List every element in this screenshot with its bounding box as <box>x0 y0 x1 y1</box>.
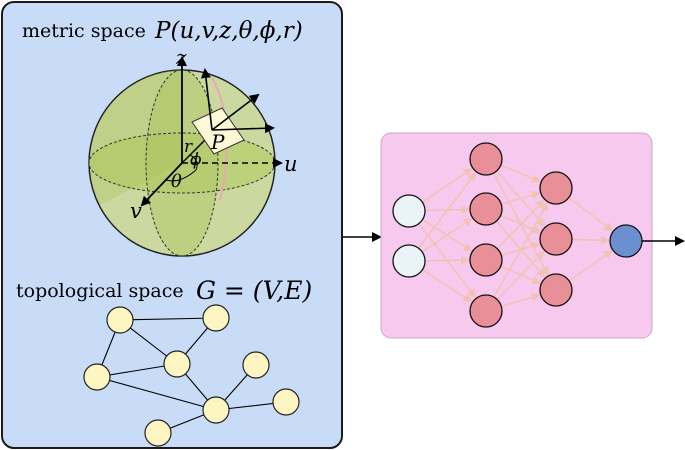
hidden-node <box>539 222 573 256</box>
graph-node <box>202 304 230 332</box>
network-edge <box>568 250 613 282</box>
input-node <box>392 194 426 228</box>
output-node <box>609 224 643 258</box>
graph-node <box>106 306 134 334</box>
hidden-node <box>469 243 503 277</box>
network-edges <box>418 164 614 308</box>
graph-node <box>83 363 111 391</box>
network-edge <box>495 220 546 278</box>
network-edge <box>424 255 471 265</box>
network-edge <box>501 190 541 206</box>
graph-node <box>272 388 300 416</box>
hidden-layer-2 <box>539 171 573 307</box>
metric-space-formula: P(u,v,z,θ,ϕ,r) <box>154 18 303 44</box>
network-edge <box>496 250 545 301</box>
network-edge <box>493 201 549 298</box>
output-layer <box>609 224 643 258</box>
network-edge <box>568 197 614 232</box>
hidden-node <box>469 294 503 328</box>
graph-node <box>144 419 172 447</box>
hidden-node <box>539 273 573 307</box>
input-node <box>392 244 426 278</box>
network-edge <box>418 171 477 249</box>
topological-space-formula: G = (V,E) <box>196 276 312 305</box>
graph-node <box>163 350 191 378</box>
axis-u-label: u <box>284 152 298 176</box>
hidden-layer-1 <box>469 142 503 328</box>
graph-node <box>242 351 270 379</box>
graph-nodes <box>83 304 300 447</box>
network-edge <box>496 199 545 250</box>
axis-v-label: v <box>130 199 142 223</box>
network-edge <box>421 269 473 303</box>
network-edge <box>421 167 473 203</box>
topological-space-label: topological space <box>16 280 184 302</box>
theta-label: θ <box>171 171 182 192</box>
phi-label: ϕ <box>190 150 202 170</box>
point-p-label: P <box>210 130 225 154</box>
network-edge <box>501 292 541 308</box>
hidden-node <box>539 171 573 205</box>
graph-node <box>202 396 230 424</box>
hidden-node <box>469 192 503 226</box>
network-edge <box>500 164 542 183</box>
metric-space-label: metric space <box>22 20 146 42</box>
network-edge <box>421 217 473 253</box>
hidden-node <box>469 142 503 176</box>
input-layer <box>392 194 426 278</box>
network-edge <box>500 265 542 285</box>
network-edge <box>571 235 611 245</box>
coordinate-axes <box>140 56 283 207</box>
radius-label: r <box>184 137 193 157</box>
tangent-plane <box>191 68 275 155</box>
axis-z-label: z <box>175 45 187 69</box>
